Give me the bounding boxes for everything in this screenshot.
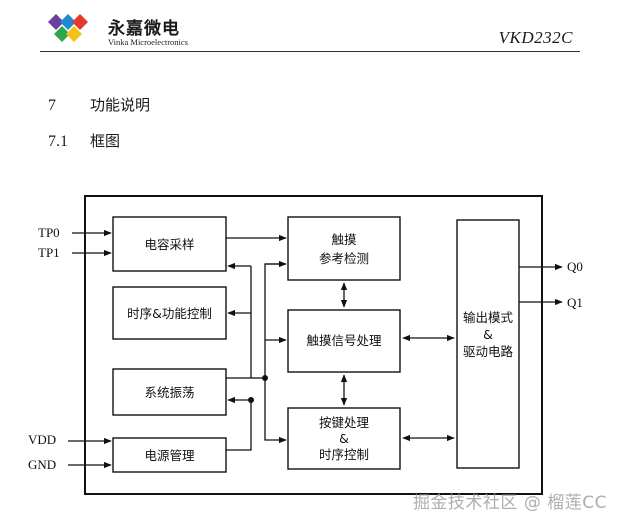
pin-q0-label: Q0 bbox=[567, 259, 583, 274]
block-output-drive bbox=[456, 219, 520, 469]
block-key-proc-line2: & bbox=[339, 431, 349, 446]
section-number: 7.1 bbox=[48, 133, 68, 150]
block-touch-detect-line1: 触摸 bbox=[331, 232, 356, 247]
section-heading-7-1: 7.1 框图 bbox=[48, 130, 120, 151]
block-output-drive-line2: & bbox=[483, 327, 493, 342]
page-header: 永嘉微电 Vinka Microelectronics VKD232C bbox=[0, 0, 621, 56]
junction-dot bbox=[248, 397, 254, 403]
block-touch-signal bbox=[287, 309, 401, 373]
block-output-drive-line1: 输出模式 bbox=[463, 310, 514, 325]
block-power bbox=[112, 437, 227, 473]
block-touch-signal-label: 触摸信号处理 bbox=[306, 333, 382, 348]
pin-vdd-label: VDD bbox=[28, 432, 56, 447]
bus-right bbox=[264, 263, 286, 378]
header-rule bbox=[40, 51, 580, 52]
block-touch-detect-line2: 参考检测 bbox=[319, 251, 369, 266]
section-title: 功能说明 bbox=[90, 96, 151, 114]
junction-dot bbox=[262, 375, 268, 381]
block-timing-func bbox=[112, 286, 227, 340]
block-timing-func-label: 时序&功能控制 bbox=[127, 306, 212, 321]
block-output-drive-line3: 驱动电路 bbox=[463, 344, 514, 359]
block-cap-sample bbox=[112, 216, 227, 272]
pin-gnd-label: GND bbox=[28, 457, 56, 472]
bus-left bbox=[226, 266, 252, 379]
brand-name-en: Vinka Microelectronics bbox=[108, 37, 188, 47]
block-cap-sample-label: 电容采样 bbox=[144, 237, 194, 252]
brand-name-cn: 永嘉微电 bbox=[108, 19, 180, 39]
block-power-label: 电源管理 bbox=[144, 448, 195, 463]
block-oscillator bbox=[112, 368, 227, 416]
pin-q1-label: Q1 bbox=[567, 295, 583, 310]
section-title: 框图 bbox=[90, 132, 121, 150]
power-to-osc bbox=[226, 400, 252, 451]
section-number: 7 bbox=[48, 97, 56, 114]
block-touch-detect bbox=[287, 216, 401, 281]
section-heading-7: 7 功能说明 bbox=[48, 94, 150, 115]
block-oscillator-label: 系统振荡 bbox=[144, 385, 194, 400]
pin-tp0-label: TP0 bbox=[38, 225, 60, 240]
block-key-proc-line1: 按键处理 bbox=[319, 415, 370, 430]
arrow-bus-to-key bbox=[264, 378, 287, 444]
watermark: 掘金技术社区 @ 榴莲CC bbox=[412, 493, 607, 513]
model-number: VKD232C bbox=[498, 28, 573, 47]
pin-tp1-label: TP1 bbox=[38, 245, 60, 260]
chip-boundary bbox=[84, 195, 543, 495]
vinka-logo-icon bbox=[48, 14, 88, 42]
block-key-proc bbox=[287, 407, 401, 470]
block-key-proc-line3: 时序控制 bbox=[319, 447, 369, 462]
